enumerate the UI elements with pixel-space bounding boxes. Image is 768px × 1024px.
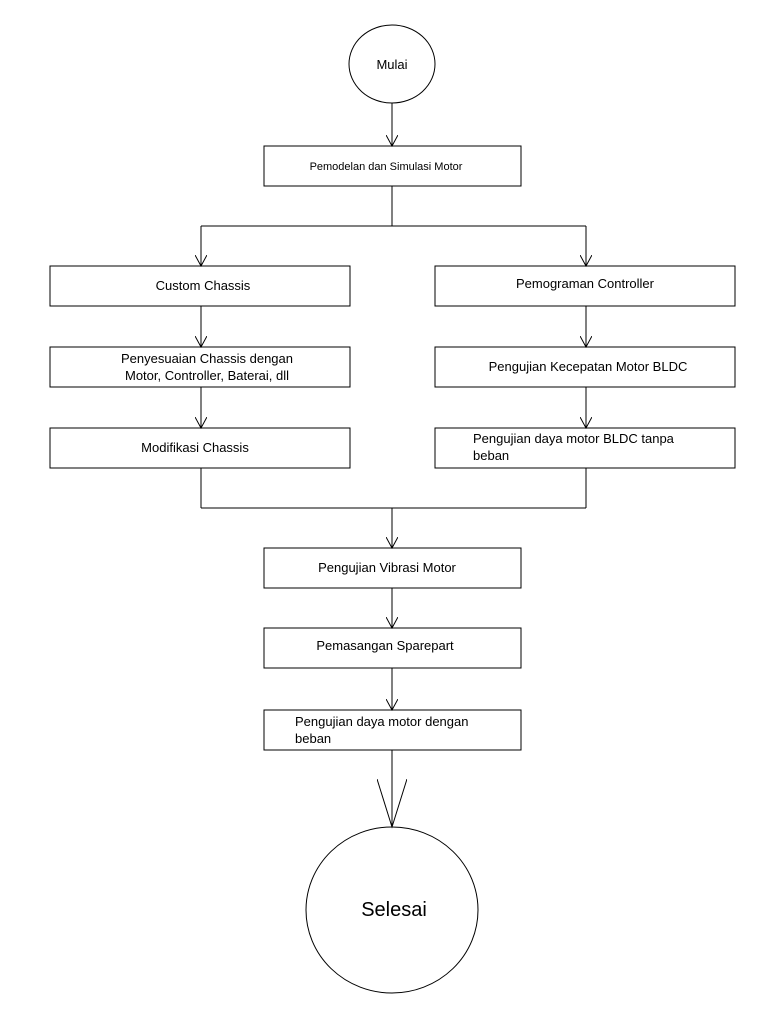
chassis-adjust-label-line1: Penyesuaian Chassis dengan <box>121 351 293 366</box>
modeling-label: Pemodelan dan Simulasi Motor <box>310 161 463 173</box>
chassis-adjust-box <box>49 346 351 388</box>
modeling-box <box>263 145 522 187</box>
power-load-label-line1: Pengujian daya motor dengan <box>295 714 468 729</box>
power-noload-label-line1: Pengujian daya motor BLDC tanpa <box>473 431 675 446</box>
controller-prog-box <box>434 265 736 307</box>
chassis-mod-label: Modifikasi Chassis <box>141 440 249 455</box>
custom-chassis-label: Custom Chassis <box>156 278 251 293</box>
chassis-adjust-label-line2: Motor, Controller, Baterai, dll <box>125 368 289 383</box>
power-load-label-line2: beban <box>295 731 331 746</box>
vibration-test-box <box>263 547 522 589</box>
vibration-test-label: Pengujian Vibrasi Motor <box>318 560 456 575</box>
speed-test-label: Pengujian Kecepatan Motor BLDC <box>489 359 688 374</box>
sparepart-box <box>263 627 522 669</box>
chassis-mod-box <box>49 427 351 469</box>
power-noload-box <box>434 427 736 469</box>
speed-test-box <box>434 346 736 388</box>
power-noload-label-line2: beban <box>473 448 509 463</box>
end-label: Selesai <box>361 899 427 921</box>
controller-prog-label: Pemograman Controller <box>516 276 655 291</box>
sparepart-label: Pemasangan Sparepart <box>316 638 454 653</box>
start-label: Mulai <box>376 57 407 72</box>
